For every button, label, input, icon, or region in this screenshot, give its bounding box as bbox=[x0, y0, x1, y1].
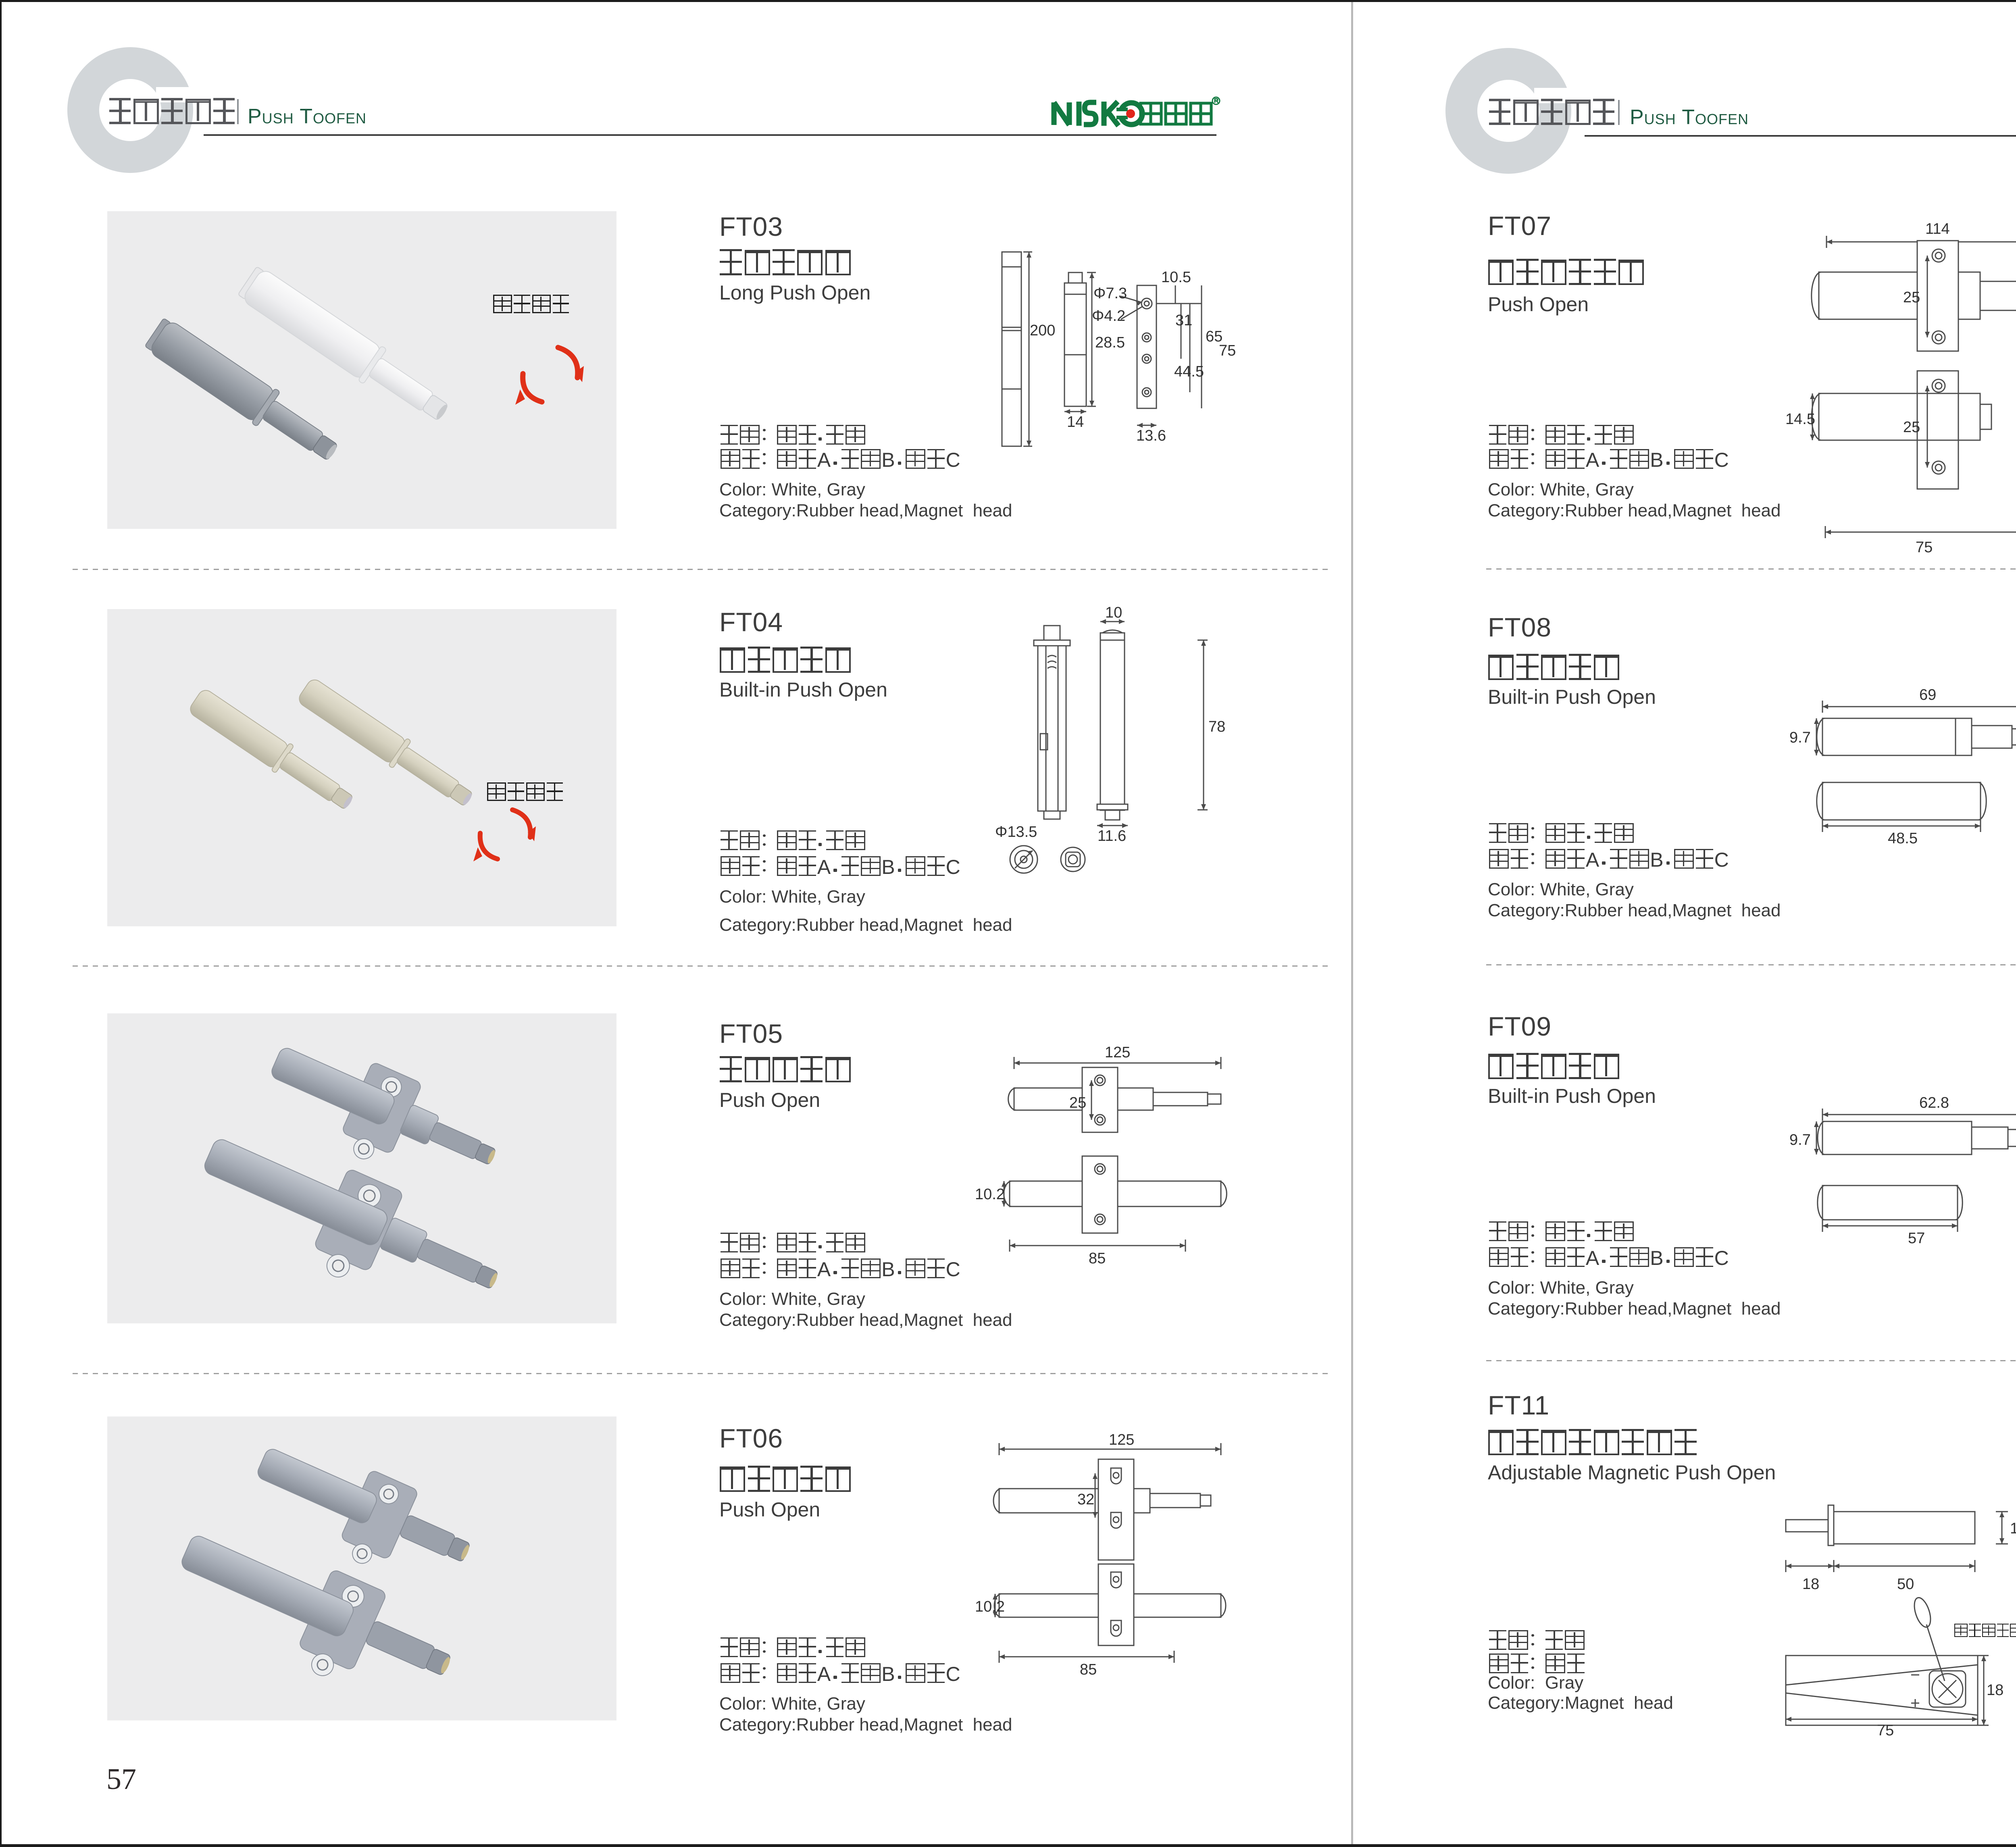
svg-text:65: 65 bbox=[1206, 328, 1223, 345]
svg-text:25: 25 bbox=[1903, 419, 1920, 436]
svg-text:14: 14 bbox=[1067, 414, 1084, 431]
svg-text:85: 85 bbox=[1080, 1661, 1097, 1678]
svg-text:31: 31 bbox=[1175, 312, 1192, 329]
svg-text:13.6: 13.6 bbox=[1136, 427, 1166, 444]
svg-text:57: 57 bbox=[1908, 1230, 1925, 1247]
svg-text:9.7: 9.7 bbox=[1789, 729, 1811, 746]
svg-text:125: 125 bbox=[1109, 1431, 1134, 1448]
svg-text:Φ4.2: Φ4.2 bbox=[1092, 308, 1125, 324]
svg-text:18: 18 bbox=[1802, 1576, 1819, 1593]
svg-text:10: 10 bbox=[1105, 604, 1122, 621]
svg-text:10: 10 bbox=[2010, 1520, 2016, 1537]
svg-text:75: 75 bbox=[1877, 1722, 1894, 1739]
svg-text:11.6: 11.6 bbox=[1098, 828, 1126, 844]
svg-text:125: 125 bbox=[1105, 1044, 1130, 1061]
svg-text:32: 32 bbox=[1077, 1491, 1094, 1508]
svg-text:25: 25 bbox=[1903, 289, 1920, 306]
svg-text:10.2: 10.2 bbox=[975, 1598, 1005, 1615]
svg-text:62.8: 62.8 bbox=[1919, 1094, 1949, 1111]
svg-text:14.5: 14.5 bbox=[1785, 411, 1815, 428]
svg-text:10.5: 10.5 bbox=[1161, 269, 1191, 286]
svg-text:9.7: 9.7 bbox=[1789, 1131, 1811, 1148]
svg-text:85: 85 bbox=[1089, 1250, 1106, 1267]
svg-text:114: 114 bbox=[1925, 220, 1950, 237]
svg-text:10.2: 10.2 bbox=[975, 1186, 1005, 1203]
svg-text:Φ13.5: Φ13.5 bbox=[995, 824, 1037, 840]
svg-text:28.5: 28.5 bbox=[1095, 334, 1125, 351]
svg-text:69: 69 bbox=[1919, 686, 1936, 703]
svg-text:75: 75 bbox=[1916, 539, 1933, 556]
svg-text:78: 78 bbox=[1208, 718, 1225, 735]
svg-text:200: 200 bbox=[1030, 322, 1055, 339]
svg-text:25: 25 bbox=[1069, 1094, 1086, 1111]
svg-text:Φ7.3: Φ7.3 bbox=[1093, 285, 1127, 302]
svg-text:18: 18 bbox=[1987, 1682, 2004, 1699]
svg-text:44.5: 44.5 bbox=[1174, 363, 1204, 380]
svg-text:48.5: 48.5 bbox=[1888, 830, 1918, 847]
svg-text:50: 50 bbox=[1897, 1576, 1914, 1593]
svg-text:75: 75 bbox=[1219, 342, 1236, 359]
